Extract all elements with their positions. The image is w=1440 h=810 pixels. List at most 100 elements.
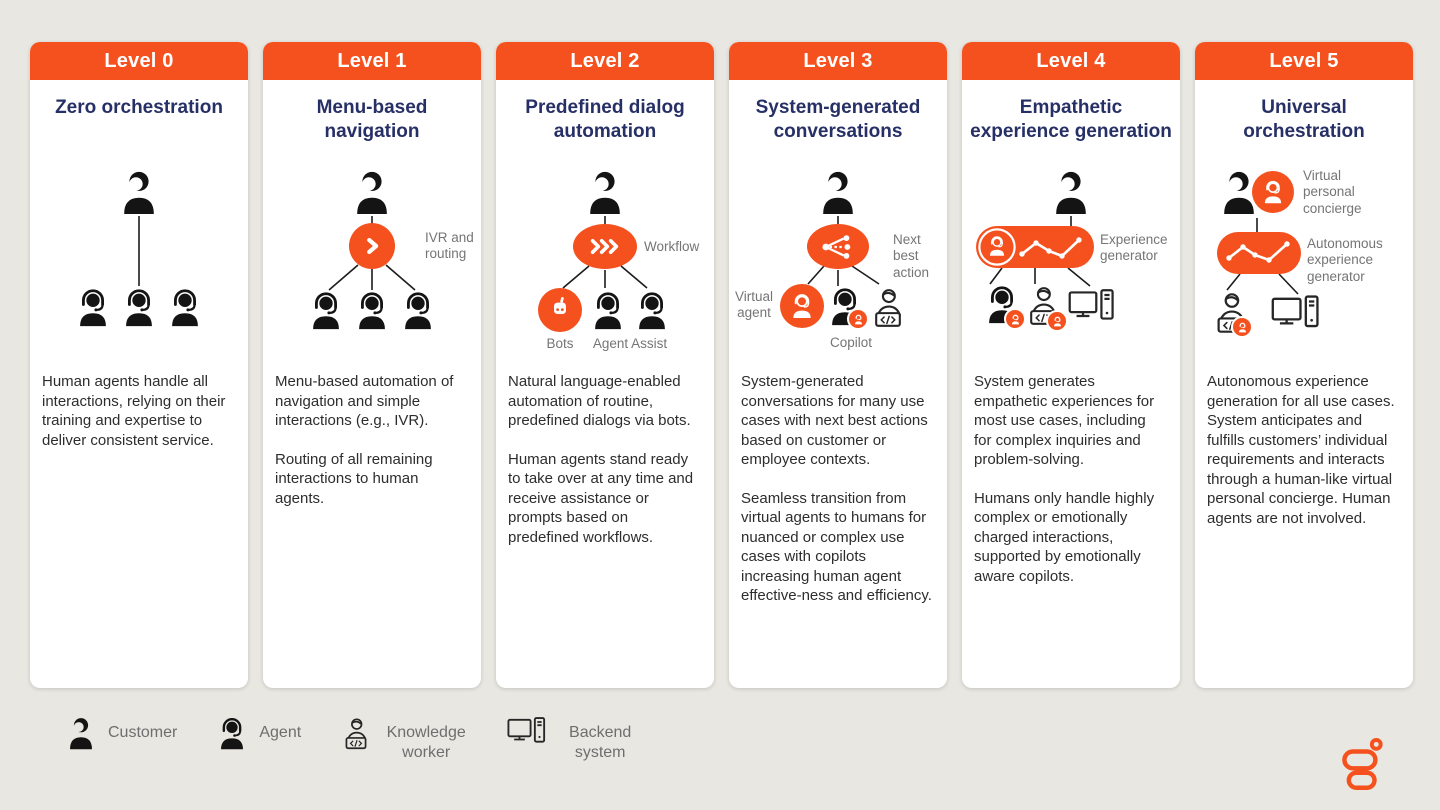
agent-icon [215,716,249,750]
virtual-agent-icon [780,284,824,328]
headset-person-icon [1236,321,1249,334]
customer-icon [116,169,162,215]
level-card-3: Level 3 System-generated conversations N… [729,42,947,688]
copilot-badge-icon [1046,310,1068,332]
level-5-diagram: Virtual personal concierge Autonomous ex… [1195,166,1413,372]
level-1-description: Menu-based automation of navigation and … [263,372,481,508]
level-3-header: Level 3 [729,42,947,80]
agent-icon [119,287,159,327]
customer-icon [582,169,628,215]
customer-icon [64,716,98,750]
paragraph: System-generated conversations for many … [741,373,928,468]
level-card-2: Level 2 Predefined dialog automation Wor… [496,42,714,688]
headset-person-icon [786,290,818,322]
knowledge-worker-icon [339,716,373,750]
paragraph: Seamless transition from virtual agents … [741,489,932,605]
branch-icon [819,232,857,262]
level-3-diagram: Next best action Virtual agent Copilot [729,166,947,372]
paragraph: System generates empathetic experiences … [974,373,1155,468]
level-2-description: Natural language-enabled automation of r… [496,372,714,547]
experience-chart-icon [1226,241,1290,263]
legend-item-backend-system: Backend system [507,716,643,763]
ivr-routing-label: IVR and routing [425,230,474,262]
copilot-label: Copilot [829,335,873,350]
knowledge-worker-icon [867,286,909,328]
chevron-icon [361,235,383,257]
agent-icon [632,290,672,330]
level-0-description: Human agents handle all interactions, re… [30,372,248,450]
level-0-header: Level 0 [30,42,248,80]
connector-lines [1226,218,1299,295]
copilot-badge-icon [847,308,869,330]
level-4-diagram: Experience generator [962,166,1180,372]
copilot-badge-icon [1004,308,1026,330]
ivr-routing-icon [349,223,395,269]
customer-icon [1048,169,1094,215]
triple-chevron-icon [586,235,624,258]
legend-label: Knowledge worker [386,724,466,761]
next-best-action-icon [807,224,869,269]
agent-icon [73,287,113,327]
level-3-label: Level 3 [803,49,873,72]
paragraph: Humans only handle highly complex or emo… [974,489,1155,585]
next-best-action-label: Next best action [893,232,930,280]
level-2-header: Level 2 [496,42,714,80]
agent-icon [306,290,346,330]
connector-lines [138,216,140,286]
autonomous-experience-generator-icon [1217,232,1301,274]
agent-icon [352,290,392,330]
level-5-header: Level 5 [1195,42,1413,80]
level-4-label: Level 4 [1036,49,1106,72]
genesys-logo [1340,736,1386,790]
level-2-title: Predefined dialog automation [525,97,685,142]
backend-system-icon [1271,294,1321,334]
level-1-title: Menu-based navigation [316,97,428,142]
level-5-label: Level 5 [1269,49,1339,72]
paragraph: Human agents handle all interactions, re… [42,373,226,449]
workflow-icon [573,224,637,269]
level-1-label: Level 1 [337,49,407,72]
headset-person-icon [852,313,865,326]
paragraph: Menu-based automation of navigation and … [275,373,454,429]
legend-item-customer: Customer [64,716,177,750]
level-card-0: Level 0 Zero orchestration Human agents … [30,42,248,688]
level-3-description: System-generated conversations for many … [729,372,947,606]
level-2-label: Level 2 [570,49,640,72]
connector-lines [989,216,1091,287]
level-card-4: Level 4 Empathetic experience generation… [962,42,1180,688]
agent-icon [398,290,438,330]
paragraph: Human agents stand ready to take over at… [508,450,694,546]
legend: Customer Agent Knowledge worker Backend … [64,716,643,763]
agent-assist-label: Agent Assist [592,336,668,351]
level-5-description: Autonomous experience generation for all… [1195,372,1413,528]
connector-lines [328,216,416,291]
bots-label: Bots [546,336,574,351]
backend-system-icon [507,716,547,748]
customer-icon [349,169,395,215]
paragraph: Natural language-enabled automation of r… [508,373,691,429]
customer-icon [815,169,861,215]
level-card-1: Level 1 Menu-based navigation IVR and ro… [263,42,481,688]
headset-person-icon [1009,313,1022,326]
level-4-description: System generates empathetic experiences … [962,372,1180,586]
experience-chart-icon [978,228,1082,266]
level-3-title: System-generated conversations [755,97,921,142]
level-5-title: Universal orchestration [1243,97,1365,142]
agent-icon [165,287,205,327]
headset-person-icon [1258,177,1288,207]
copilot-badge-icon [1231,316,1253,338]
legend-label: Backend system [569,724,632,761]
paragraph: Autonomous experience generation for all… [1207,373,1395,527]
paragraph: Routing of all remaining interactions to… [275,450,433,507]
workflow-label: Workflow [644,239,700,254]
robot-icon [544,294,576,326]
virtual-agent-label: Virtual agent [734,289,774,321]
level-0-title: Zero orchestration [55,97,223,118]
headset-person-icon [1051,315,1064,328]
virtual-personal-concierge-label: Virtual personal concierge [1303,168,1362,216]
virtual-personal-concierge-icon [1252,171,1294,213]
level-1-header: Level 1 [263,42,481,80]
level-0-label: Level 0 [104,49,174,72]
experience-generator-icon [976,226,1094,268]
level-card-5: Level 5 Universal orchestration Virtual … [1195,42,1413,688]
